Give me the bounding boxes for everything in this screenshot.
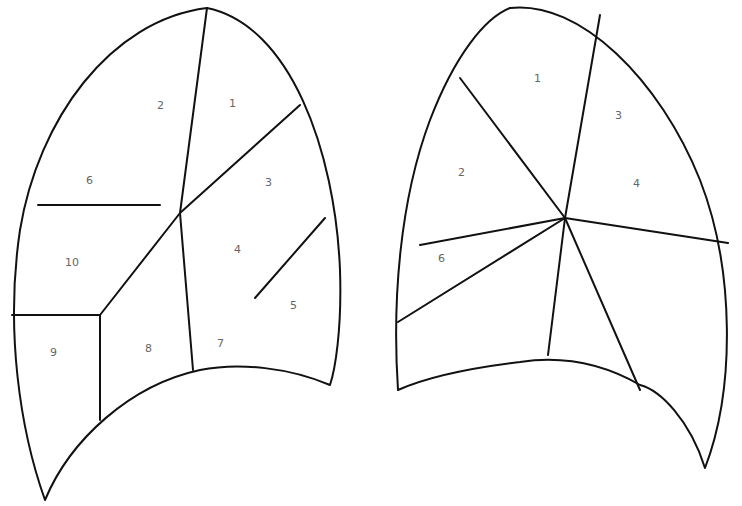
segment-line <box>565 15 600 218</box>
lung-outline <box>396 7 727 468</box>
segment-line <box>565 218 728 243</box>
segment-line <box>255 218 325 298</box>
segment-number: 6 <box>86 175 93 186</box>
segment-number: 9 <box>50 347 57 358</box>
segment-number: 1 <box>534 73 541 84</box>
segment-line <box>565 218 640 390</box>
segment-number: 4 <box>633 178 640 189</box>
segment-number: 1 <box>229 98 236 109</box>
segment-line <box>100 105 300 315</box>
segment-number: 2 <box>157 100 164 111</box>
segment-number: 3 <box>265 177 272 188</box>
segment-line <box>12 315 100 420</box>
segment-number: 4 <box>234 244 241 255</box>
segment-line <box>38 204 160 206</box>
segment-line <box>180 8 207 370</box>
segment-number: 2 <box>458 167 465 178</box>
lung-outline <box>14 8 340 500</box>
segment-number: 6 <box>438 253 445 264</box>
segment-line <box>548 218 565 355</box>
segment-number: 7 <box>217 338 224 349</box>
segment-number: 8 <box>145 343 152 354</box>
segment-number: 10 <box>65 257 79 268</box>
segment-line <box>398 218 565 322</box>
segment-line <box>460 78 565 218</box>
segment-number: 3 <box>615 110 622 121</box>
segment-number: 5 <box>290 300 297 311</box>
